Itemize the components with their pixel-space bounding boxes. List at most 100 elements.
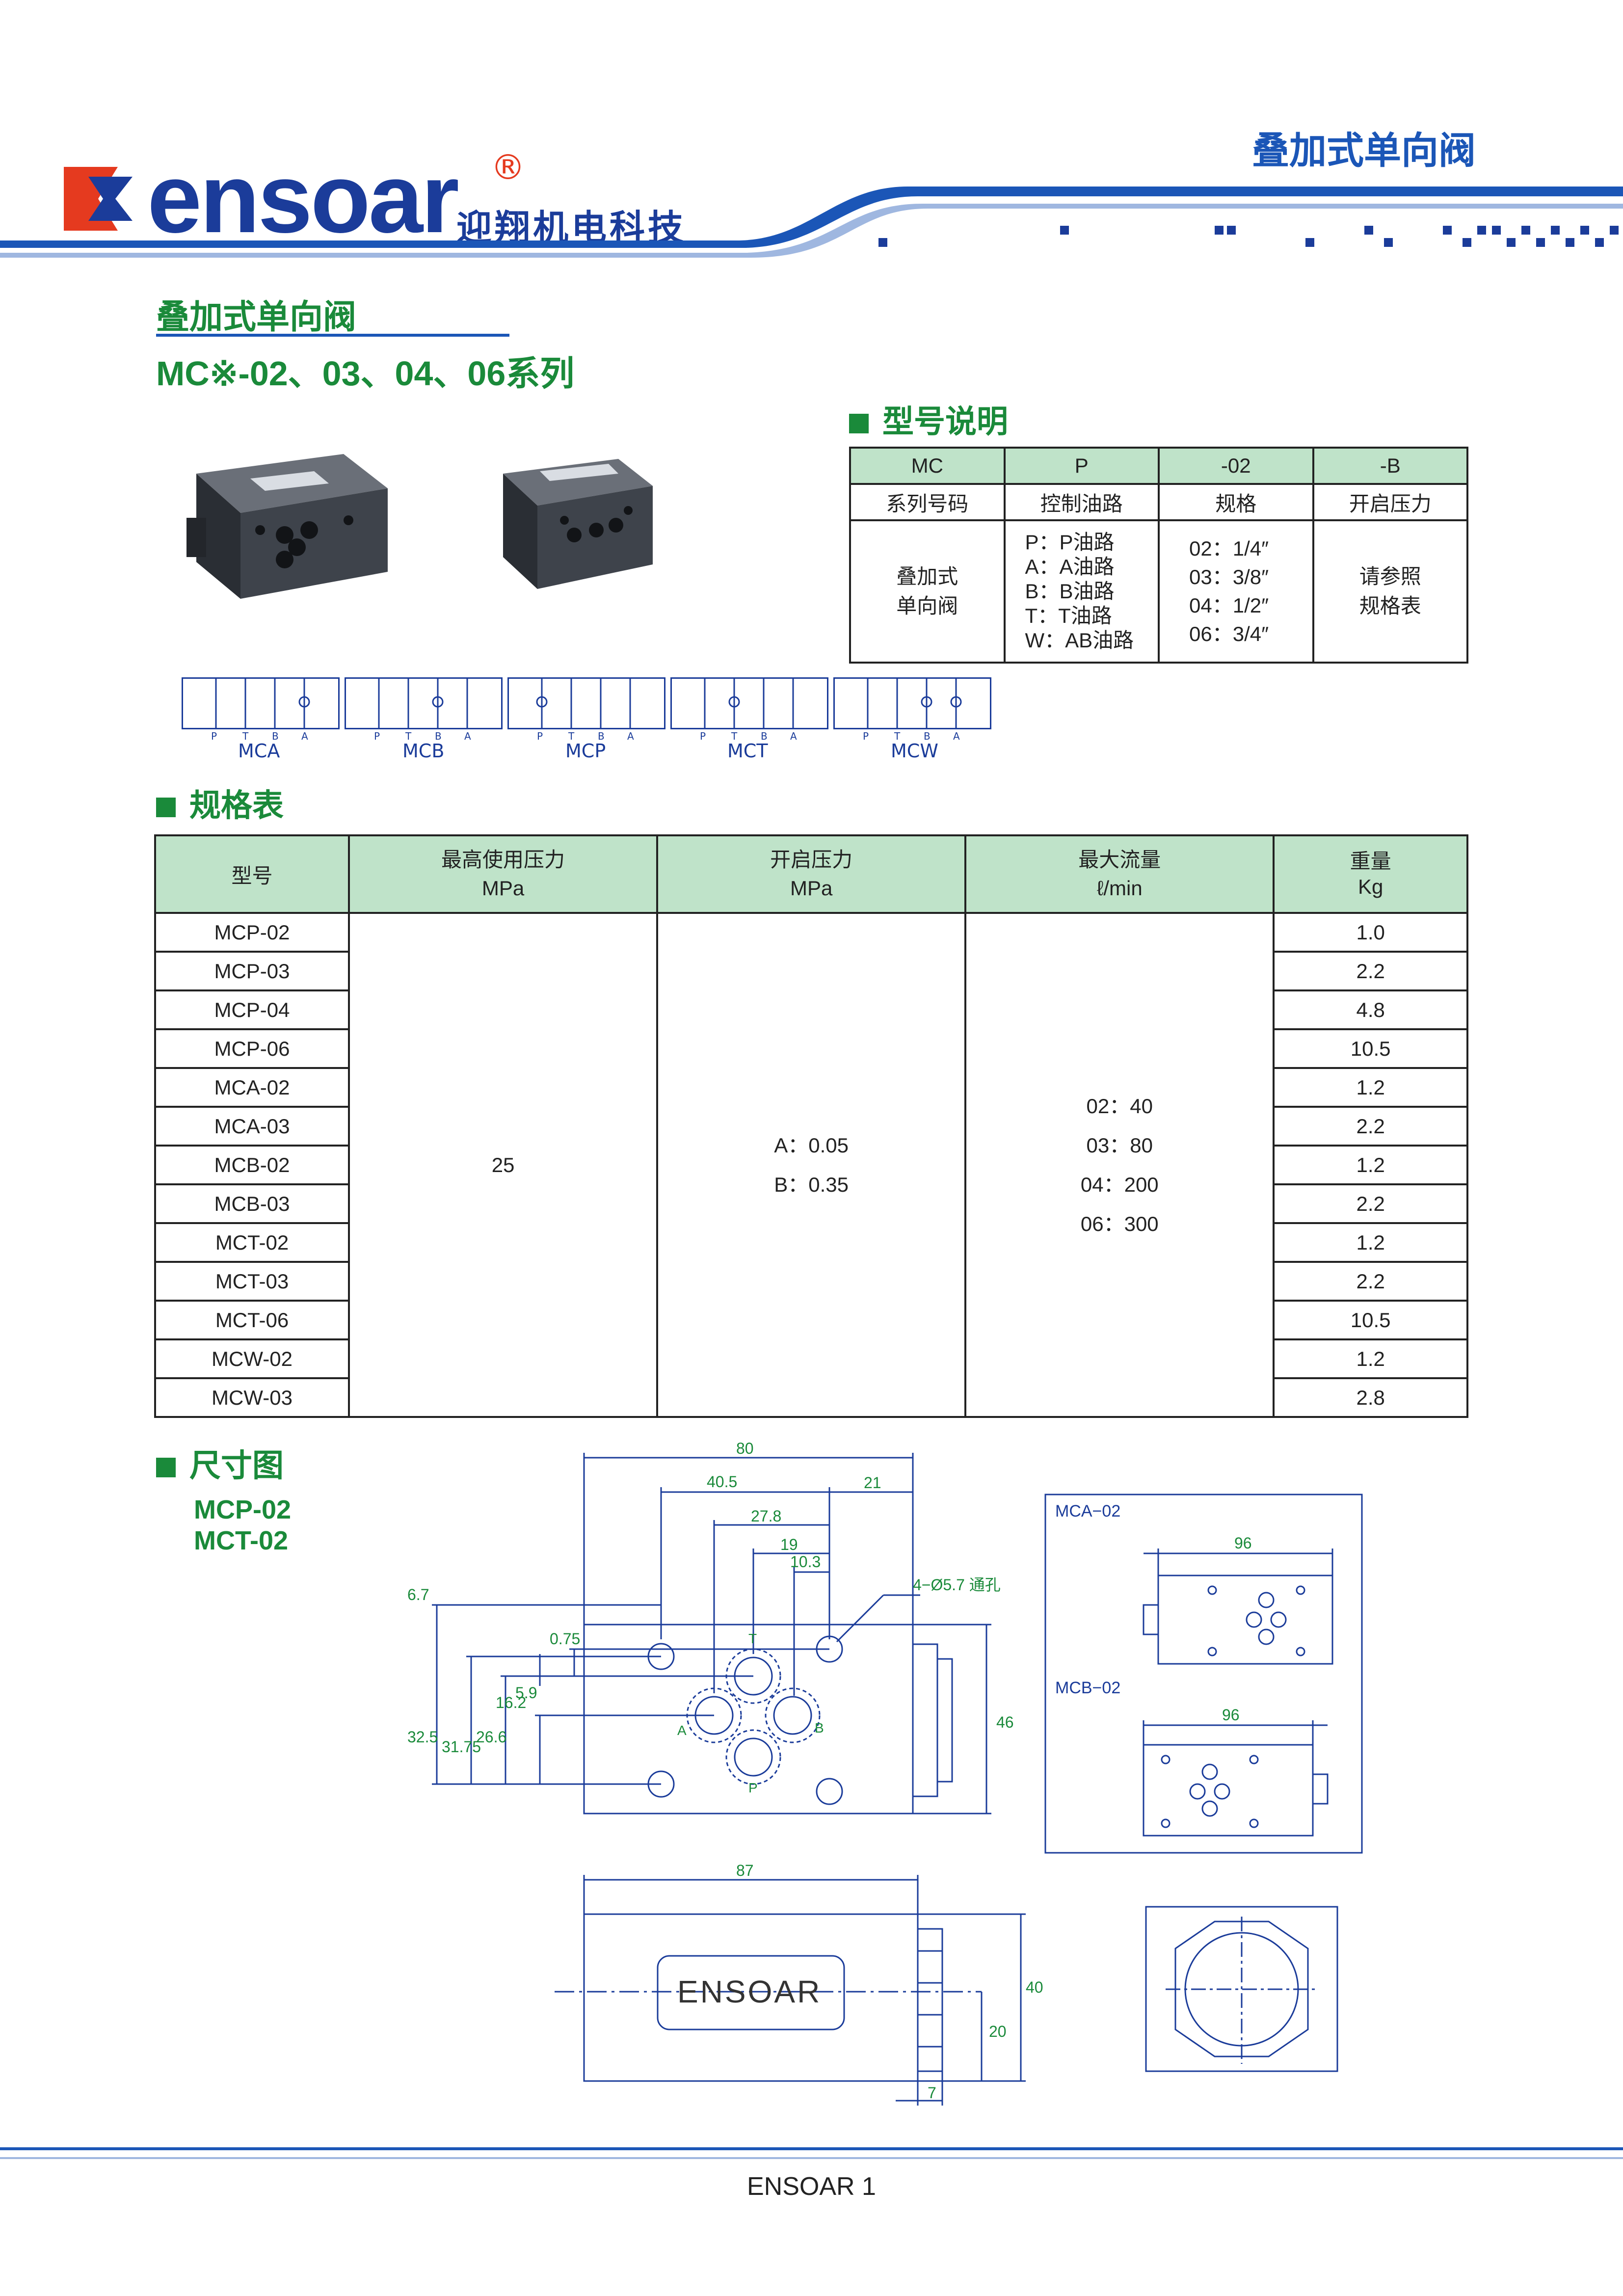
- inset-dim-a: 96: [1234, 1534, 1252, 1552]
- table-row-weight: 2.2: [1273, 951, 1468, 991]
- dimension-drawing-main: 80 40.5 21 27.8 19 10.3 4−Ø5.7 通孔 6.7 0.…: [407, 1440, 1043, 2106]
- port-label: B: [598, 730, 605, 742]
- section-square-icon: [849, 414, 869, 434]
- title-underline: [156, 334, 509, 337]
- product-photo-2: [503, 459, 653, 589]
- table-row-model: MCW-03: [154, 1377, 350, 1418]
- symbol-label-mcp: MCP: [565, 740, 606, 762]
- model-table: MC P -02 -B 系列号码 控制油路 规格 开启压力 叠加式单向阀 P：P…: [849, 447, 1468, 664]
- dim-label: 27.8: [751, 1507, 781, 1525]
- table-row-weight: 2.2: [1273, 1183, 1468, 1224]
- table-row-model: MCB-02: [154, 1145, 350, 1185]
- inset-title-mcb: MCB−02: [1055, 1679, 1120, 1697]
- product-title: 叠加式单向阀: [156, 298, 357, 337]
- table-row-model: MCT-06: [154, 1300, 350, 1340]
- table-row-model: MCW-02: [154, 1338, 350, 1379]
- port-label: P: [863, 730, 869, 742]
- spec-header-model: 型号: [154, 834, 350, 914]
- dim-label: 40: [1026, 1978, 1043, 1996]
- category-title: 叠加式单向阀: [1252, 129, 1476, 172]
- table-row-weight: 1.0: [1273, 912, 1468, 953]
- table-row-model: MCT-02: [154, 1222, 350, 1263]
- model-code-4: -B: [1312, 447, 1468, 485]
- registered-mark: ®: [491, 147, 525, 187]
- port-label: B: [435, 730, 442, 742]
- dimension-model-2: MCT-02: [194, 1526, 289, 1555]
- table-row-weight: 10.5: [1273, 1300, 1468, 1340]
- dim-label: 40.5: [707, 1473, 737, 1491]
- table-row-weight: 2.8: [1273, 1377, 1468, 1418]
- dim-label: 7: [928, 2084, 936, 2102]
- port-mark: P: [748, 1780, 758, 1795]
- max-pressure-cell: 25: [347, 912, 659, 1418]
- symbol-lines: [215, 677, 962, 728]
- dim-label: 4−Ø5.7 通孔: [913, 1576, 1001, 1594]
- port-label: A: [953, 730, 960, 742]
- table-row-model: MCA-02: [154, 1067, 350, 1108]
- dim-label: 46: [996, 1713, 1014, 1731]
- table-row-weight: 4.8: [1273, 989, 1468, 1030]
- port-label: T: [405, 730, 412, 742]
- port-label: P: [700, 730, 706, 742]
- model-desc-3: 02：1/4″03：3/8″ 04：1/2″06：3/4″: [1158, 519, 1314, 664]
- inset-title-mca: MCA−02: [1055, 1502, 1120, 1521]
- port-mark: B: [815, 1720, 824, 1735]
- model-code-3: -02: [1158, 447, 1314, 485]
- spec-section-title: 规格表: [156, 780, 284, 826]
- model-code-1: MC: [849, 447, 1006, 485]
- dim-label: 20: [989, 2023, 1007, 2040]
- header-pixel-pattern: [878, 226, 1619, 247]
- port-label: P: [537, 730, 543, 742]
- table-row-weight: 2.2: [1273, 1106, 1468, 1147]
- footer-page-number: ENSOAR 1: [747, 2172, 876, 2201]
- port-label: B: [761, 730, 768, 742]
- symbol-label-mca: MCA: [238, 740, 280, 762]
- table-row-model: MCP-03: [154, 951, 350, 991]
- inset-drawings: MCA−02 MCB−02 96 96: [1044, 1494, 1363, 1854]
- port-label: B: [924, 730, 931, 742]
- dim-label: 21: [864, 1474, 881, 1492]
- logo-mark-icon: [64, 167, 133, 231]
- product-series: MC※-02、03、04、06系列: [156, 354, 575, 393]
- port-label: T: [731, 730, 738, 742]
- table-row-model: MCB-03: [154, 1183, 350, 1224]
- dim-label: 10.3: [790, 1553, 821, 1571]
- port-label: A: [627, 730, 634, 742]
- port-label: T: [242, 730, 249, 742]
- table-row-weight: 1.2: [1273, 1338, 1468, 1379]
- header-swoosh: [0, 187, 1623, 258]
- dim-label: 31.75: [442, 1738, 481, 1756]
- port-mark: A: [677, 1723, 687, 1738]
- brand-logo-text: ensoar: [147, 144, 459, 253]
- symbol-box-mca: [182, 677, 340, 729]
- section-square-icon: [156, 798, 176, 818]
- model-label-3: 规格: [1158, 483, 1314, 521]
- model-code-2: P: [1003, 447, 1160, 485]
- symbol-box-mcb: [345, 677, 503, 729]
- dim-label: 32.5: [407, 1728, 438, 1746]
- symbol-box-mcw: [833, 677, 991, 729]
- plate-text: ENSOAR: [677, 1974, 822, 2009]
- table-row-model: MCT-03: [154, 1261, 350, 1302]
- footer-line-bottom: [0, 2157, 1623, 2159]
- dim-label: 80: [736, 1440, 754, 1457]
- port-label: A: [301, 730, 308, 742]
- port-label: T: [894, 730, 901, 742]
- table-row-weight: 10.5: [1273, 1028, 1468, 1069]
- port-mark: T: [748, 1631, 757, 1646]
- table-row-model: MCP-04: [154, 989, 350, 1030]
- dimension-model-1: MCP-02: [194, 1495, 292, 1524]
- dim-label: 26.6: [476, 1728, 506, 1746]
- inset-dim-b: 96: [1222, 1706, 1240, 1724]
- model-label-2: 控制油路: [1003, 483, 1160, 521]
- table-row-weight: 1.2: [1273, 1222, 1468, 1263]
- symbol-box-mct: [670, 677, 828, 729]
- model-desc-1: 叠加式单向阀: [849, 519, 1006, 664]
